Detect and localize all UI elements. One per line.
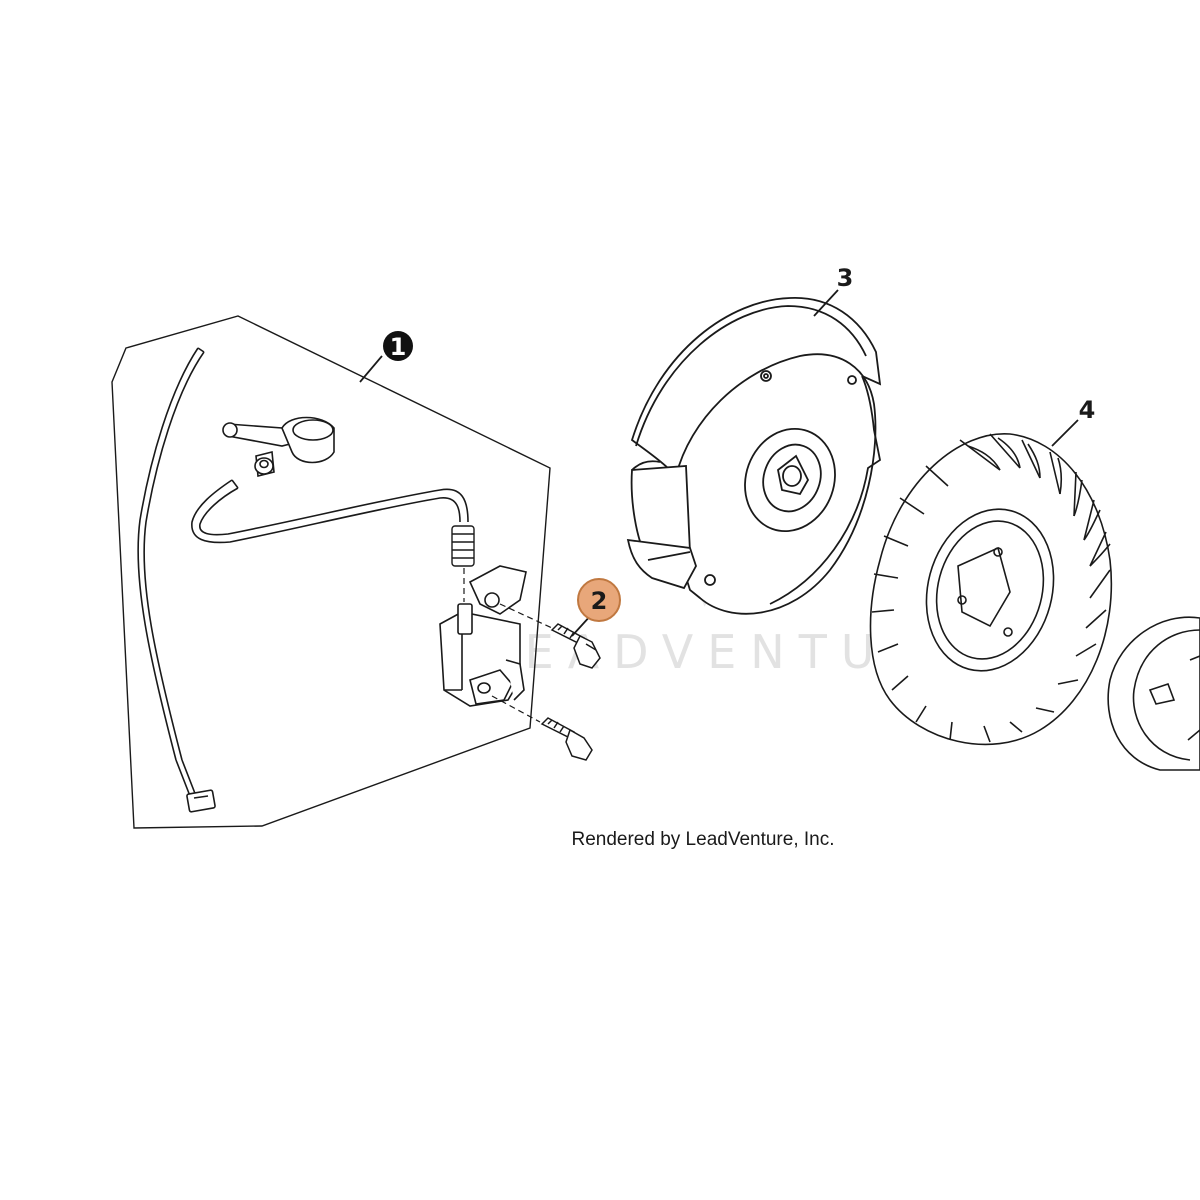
ignition-coil[interactable] [439, 565, 527, 707]
flywheel-housing[interactable] [626, 297, 882, 615]
callout-1[interactable]: 1 [359, 331, 413, 383]
bolt-lower[interactable] [540, 717, 593, 761]
callout-2[interactable]: 2 [571, 578, 621, 637]
kill-wire[interactable] [137, 347, 216, 813]
bolt-upper[interactable] [550, 623, 601, 669]
leader-line-3 [813, 289, 839, 317]
flywheel-fan[interactable] [869, 433, 1113, 746]
leader-line-4 [1051, 419, 1079, 447]
callout-1-label: 1 [390, 333, 407, 361]
assembly-lines [463, 568, 553, 723]
render-credit: Rendered by LeadVenture, Inc. [571, 829, 834, 850]
partial-cup [1107, 616, 1200, 771]
callout-2-label: 2 [591, 587, 608, 615]
callout-3-label: 3 [837, 264, 854, 292]
callout-2-badge [577, 578, 621, 622]
high-tension-lead[interactable] [191, 479, 469, 544]
lead-boot [451, 525, 475, 567]
callout-4-label: 4 [1079, 396, 1096, 424]
callout-3[interactable]: 3 [813, 264, 854, 317]
callout-4[interactable]: 4 [1051, 396, 1096, 447]
part-1-group-outline [111, 315, 551, 829]
callout-1-badge [383, 331, 413, 361]
leader-line-1 [359, 355, 383, 383]
spark-plug-cap[interactable] [222, 416, 335, 478]
